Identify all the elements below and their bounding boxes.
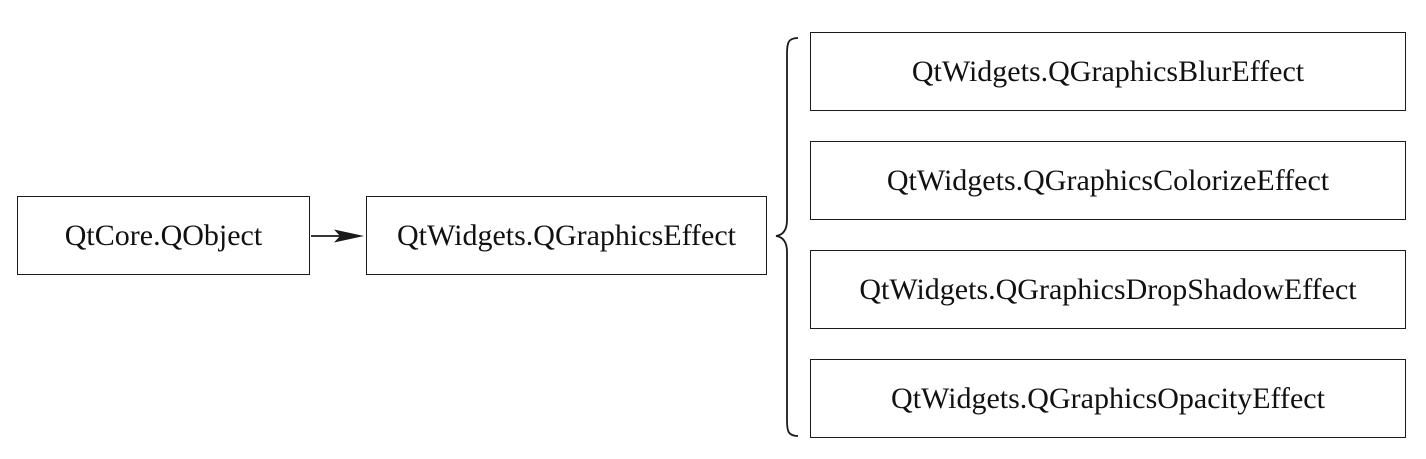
qgraphicscolorizeeffect-class-box: QtWidgets.QGraphicsColorizeEffect (810, 141, 1406, 220)
qgraphicseffect-class-box: QtWidgets.QGraphicsEffect (366, 196, 767, 275)
qgraphicsblureffect-class-box: QtWidgets.QGraphicsBlurEffect (810, 32, 1406, 111)
qgraphicsopacityeffect-class-box: QtWidgets.QGraphicsOpacityEffect (810, 359, 1406, 438)
arrow-head (334, 229, 364, 243)
qobject-class-box: QtCore.QObject (17, 196, 310, 275)
subclass-brace (775, 37, 799, 437)
inheritance-arrow (311, 229, 364, 243)
qgraphicsdropshadoweffect-class-box: QtWidgets.QGraphicsDropShadowEffect (810, 250, 1406, 329)
